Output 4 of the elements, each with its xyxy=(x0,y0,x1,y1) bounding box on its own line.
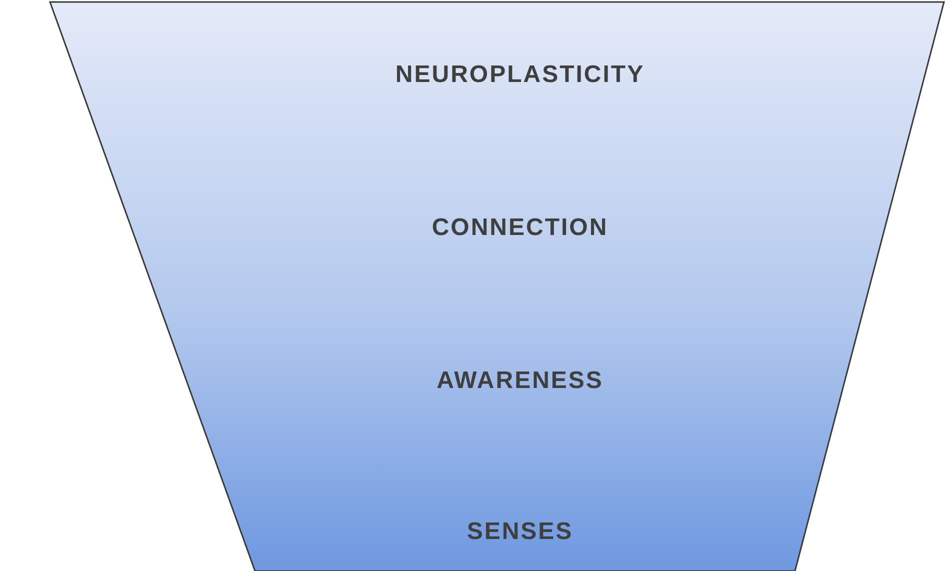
tier-label: AWARENESS xyxy=(436,367,604,395)
tier-label: NEUROPLASTICITY xyxy=(395,61,645,89)
tier-label: SENSES xyxy=(466,518,574,546)
tier-label: CONNECTION xyxy=(432,214,608,242)
